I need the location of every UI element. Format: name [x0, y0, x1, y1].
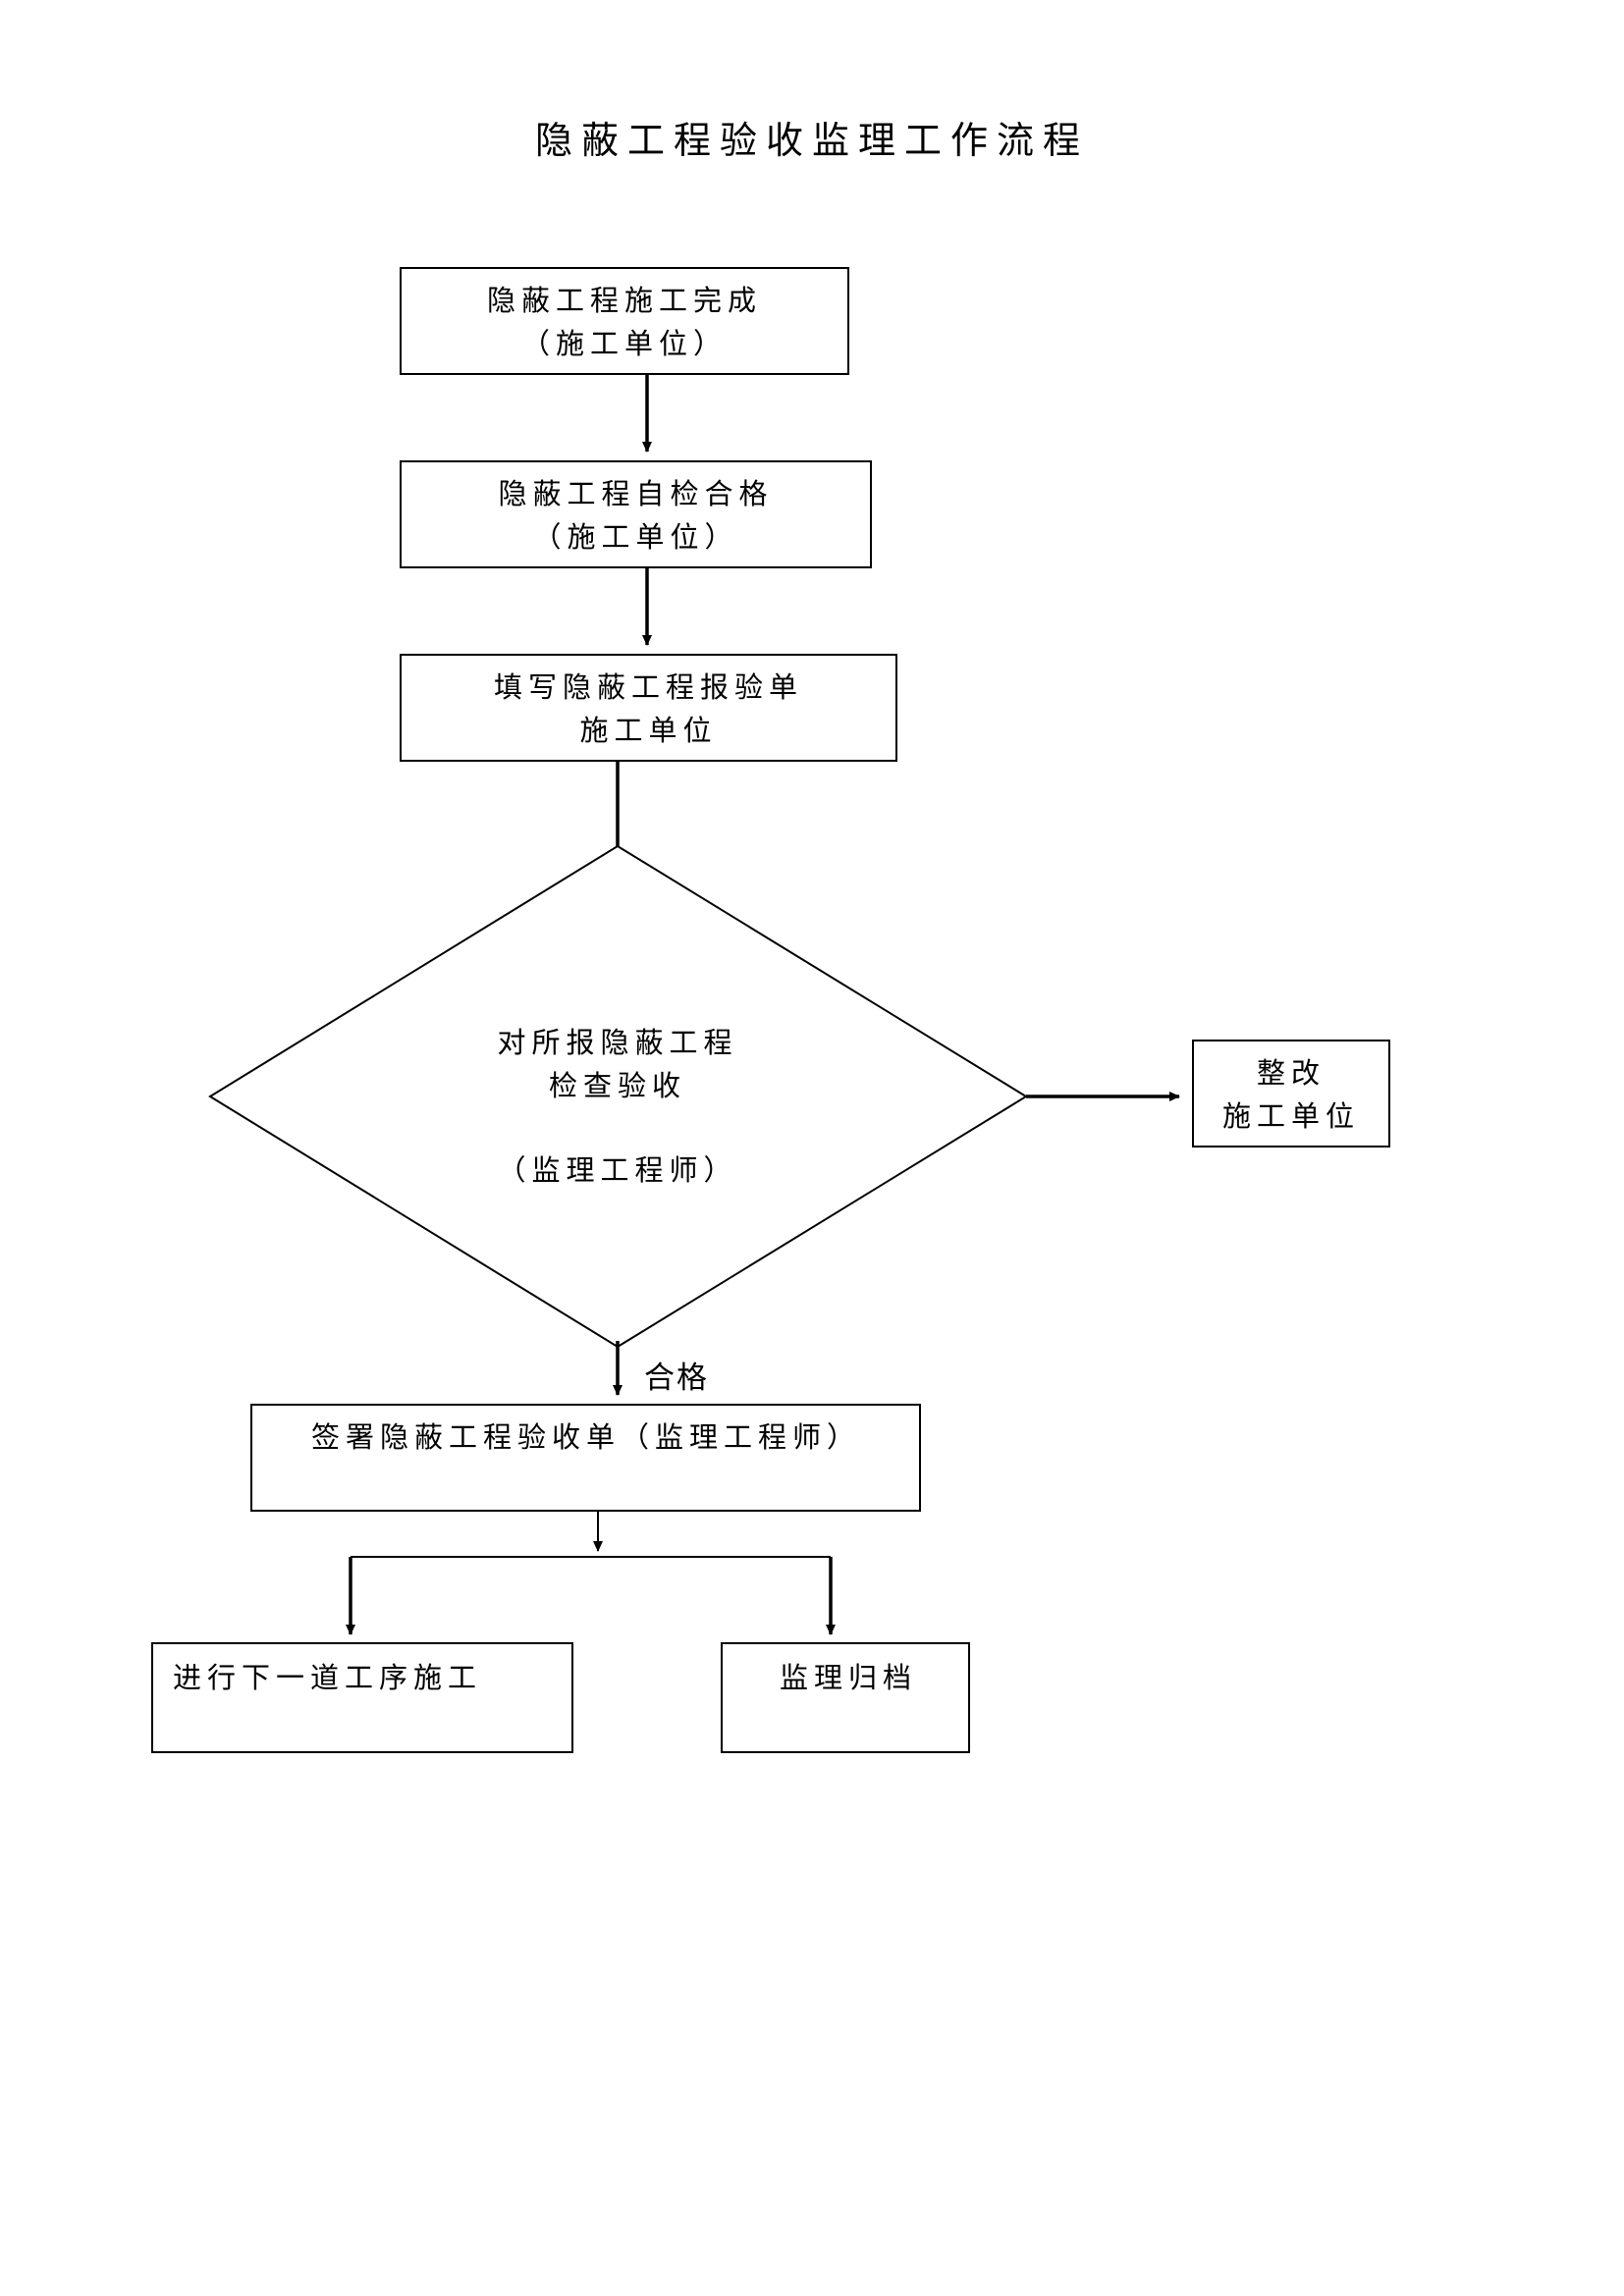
node-line: 整改 [1256, 1056, 1326, 1090]
node-line: 施工单位 [1221, 1099, 1360, 1133]
node-line: 签署隐蔽工程验收单（监理工程师） [311, 1420, 862, 1454]
node-construction-complete: 隐蔽工程施工完成 （施工单位） [400, 267, 849, 375]
node-rectify: 整改 施工单位 [1192, 1040, 1390, 1148]
node-line: （监理工程师） [497, 1153, 738, 1187]
node-fill-report: 填写隐蔽工程报验单 施工单位 [400, 654, 897, 762]
node-line: （施工单位） [520, 327, 728, 360]
node-line: 检查验收 [548, 1069, 686, 1102]
node-sign-form: 签署隐蔽工程验收单（监理工程师） [250, 1404, 921, 1512]
node-line: 监理归档 [780, 1661, 918, 1694]
node-line: （施工单位） [532, 520, 739, 554]
page-title: 隐蔽工程验收监理工作流程 [534, 119, 1089, 162]
node-line: 隐蔽工程施工完成 [486, 284, 762, 317]
node-archive: 监理归档 [721, 1642, 970, 1753]
node-line: 施工单位 [579, 714, 718, 747]
node-line: 隐蔽工程自检合格 [498, 477, 774, 510]
node-self-check: 隐蔽工程自检合格 （施工单位） [400, 460, 872, 568]
node-line: 对所报隐蔽工程 [497, 1026, 738, 1059]
node-next-process: 进行下一道工序施工 [151, 1642, 573, 1753]
node-inspection-text: 对所报隐蔽工程 检查验收 （监理工程师） [421, 1021, 814, 1192]
edge-label-pass: 合格 [644, 1361, 709, 1396]
node-line: 进行下一道工序施工 [173, 1661, 483, 1694]
node-line: 填写隐蔽工程报验单 [493, 670, 803, 704]
